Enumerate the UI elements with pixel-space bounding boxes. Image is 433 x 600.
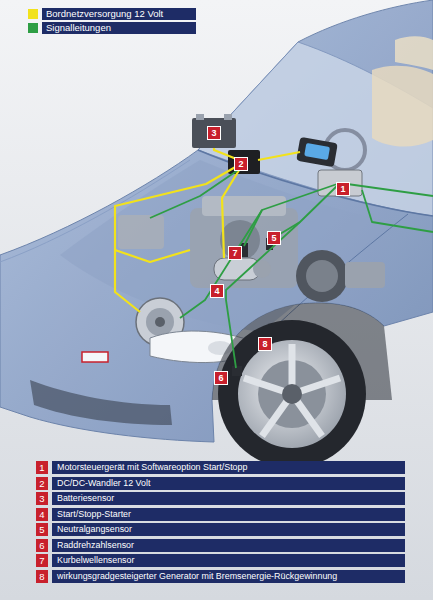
callout-number: 6: [36, 539, 48, 552]
legend-entry: Bordnetzversorgung 12 Volt: [28, 8, 196, 20]
list-text: Kurbelwellensensor: [52, 554, 405, 567]
list-text: Batteriesensor: [52, 492, 405, 505]
list-text: Neutralgangsensor: [52, 523, 405, 536]
list-row: 2 DC/DC-Wandler 12 Volt: [36, 477, 405, 490]
list-row: 8 wirkungsgradgesteigerter Generator mit …: [36, 570, 405, 583]
list-row: 7 Kurbelwellensensor: [36, 554, 405, 567]
callout-number: 4: [210, 284, 224, 298]
legend-text: Bordnetzversorgung 12 Volt: [42, 8, 196, 20]
legend-entry: Signalleitungen: [28, 22, 196, 34]
list-row: 1 Motorsteuergerät mit Softwareoption Sta…: [36, 461, 405, 474]
callout-number: 4: [36, 508, 48, 521]
callout-number: 2: [234, 157, 248, 171]
callout-number: 5: [36, 523, 48, 536]
callout-number: 6: [214, 371, 228, 385]
callout-number: 7: [228, 246, 242, 260]
list-text: Start/Stopp-Starter: [52, 508, 405, 521]
callout-number: 3: [36, 492, 48, 505]
list-text: DC/DC-Wandler 12 Volt: [52, 477, 405, 490]
list-text: Raddrehzahlsensor: [52, 539, 405, 552]
list-text: Motorsteuergerät mit Softwareoption Star…: [52, 461, 405, 474]
callout-number: 7: [36, 554, 48, 567]
callout-number: 2: [36, 477, 48, 490]
callout-number: 8: [258, 337, 272, 351]
callout-number: 5: [267, 231, 281, 245]
list-row: 4 Start/Stopp-Starter: [36, 508, 405, 521]
list-row: 3 Batteriesensor: [36, 492, 405, 505]
list-text: wirkungsgradgesteigerter Generator mit B…: [52, 570, 405, 583]
callout-number: 3: [207, 126, 221, 140]
legend-text: Signalleitungen: [42, 22, 196, 34]
legend-swatch: [28, 23, 38, 33]
legend-swatch: [28, 9, 38, 19]
list-row: 6 Raddrehzahlsensor: [36, 539, 405, 552]
callout-number: 1: [36, 461, 48, 474]
callout-number: 1: [336, 182, 350, 196]
callout-number: 8: [36, 570, 48, 583]
list-row: 5 Neutralgangsensor: [36, 523, 405, 536]
